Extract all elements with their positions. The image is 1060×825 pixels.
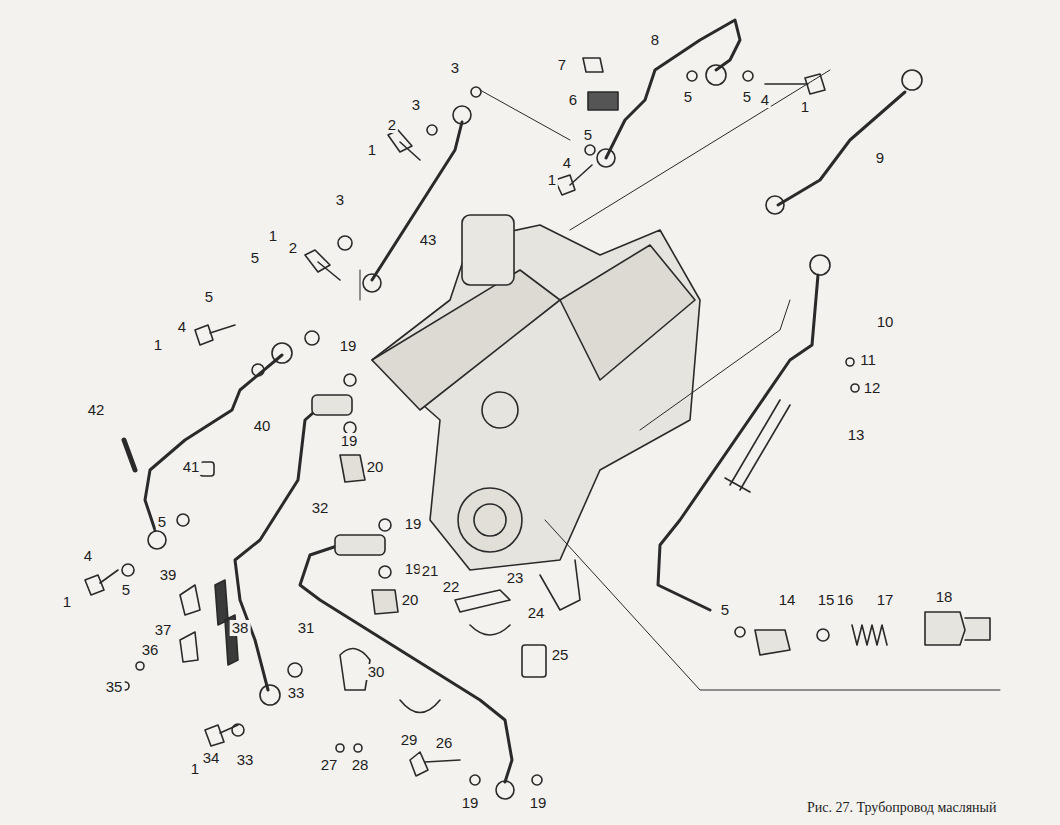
callout-number: 1 bbox=[267, 228, 279, 244]
callout-number: 5 bbox=[120, 582, 132, 598]
callout-number: 5 bbox=[249, 250, 261, 266]
callout-number: 28 bbox=[350, 757, 371, 773]
callout-number: 23 bbox=[505, 570, 526, 586]
callout-number: 21 bbox=[420, 563, 441, 579]
callout-number: 4 bbox=[176, 319, 188, 335]
callout-number: 38 bbox=[230, 620, 251, 636]
callout-number: 1 bbox=[189, 761, 201, 777]
callout-number: 32 bbox=[310, 500, 331, 516]
callout-number: 42 bbox=[86, 402, 107, 418]
callout-number: 2 bbox=[386, 117, 398, 133]
callout-number: 10 bbox=[875, 314, 896, 330]
callout-number: 5 bbox=[682, 89, 694, 105]
callout-number: 19 bbox=[339, 433, 360, 449]
callout-number: 4 bbox=[759, 92, 771, 108]
callout-number: 35 bbox=[104, 679, 125, 695]
callout-number: 8 bbox=[649, 32, 661, 48]
callout-number: 37 bbox=[153, 622, 174, 638]
callout-number: 1 bbox=[61, 594, 73, 610]
callout-number: 12 bbox=[862, 380, 883, 396]
callout-number: 43 bbox=[418, 232, 439, 248]
callout-number: 19 bbox=[528, 795, 549, 811]
callout-number: 33 bbox=[235, 752, 256, 768]
callout-number: 4 bbox=[561, 155, 573, 171]
callout-number: 3 bbox=[410, 97, 422, 113]
callout-number: 20 bbox=[365, 459, 386, 475]
callout-number: 5 bbox=[582, 127, 594, 143]
callout-number: 19 bbox=[403, 516, 424, 532]
callout-number: 13 bbox=[846, 427, 867, 443]
callout-number: 5 bbox=[719, 602, 731, 618]
callout-number: 24 bbox=[526, 605, 547, 621]
callout-number: 30 bbox=[366, 664, 387, 680]
callout-number: 5 bbox=[156, 514, 168, 530]
callout-number: 20 bbox=[400, 592, 421, 608]
callout-number: 19 bbox=[460, 795, 481, 811]
callout-number: 25 bbox=[550, 647, 571, 663]
callout-number: 4 bbox=[82, 548, 94, 564]
callout-number: 16 bbox=[835, 592, 856, 608]
callout-number: 19 bbox=[338, 338, 359, 354]
callout-number: 34 bbox=[201, 750, 222, 766]
callout-number: 1 bbox=[152, 337, 164, 353]
callout-number: 2 bbox=[287, 240, 299, 256]
callout-number: 41 bbox=[181, 459, 202, 475]
callout-number: 17 bbox=[875, 592, 896, 608]
callout-number: 1 bbox=[366, 142, 378, 158]
callout-number: 11 bbox=[858, 352, 878, 368]
callout-number: 33 bbox=[286, 685, 307, 701]
callout-number: 14 bbox=[777, 592, 798, 608]
callout-number: 36 bbox=[140, 642, 161, 658]
callout-number: 18 bbox=[934, 589, 955, 605]
callout-number: 6 bbox=[567, 92, 579, 108]
callout-number: 15 bbox=[816, 592, 837, 608]
callout-number: 26 bbox=[434, 735, 455, 751]
callout-number: 5 bbox=[741, 89, 753, 105]
callout-number: 22 bbox=[441, 579, 462, 595]
callout-number: 3 bbox=[334, 192, 346, 208]
callout-number: 29 bbox=[399, 732, 420, 748]
callout-number: 9 bbox=[874, 150, 886, 166]
callout-number: 39 bbox=[158, 567, 179, 583]
figure-caption: Рис. 27. Трубопровод масляный bbox=[805, 800, 999, 816]
callout-number: 1 bbox=[546, 172, 558, 188]
callout-number: 31 bbox=[296, 620, 317, 636]
callout-number: 5 bbox=[203, 289, 215, 305]
callout-number: 1 bbox=[799, 99, 811, 115]
callout-number: 7 bbox=[556, 57, 568, 73]
callout-number: 27 bbox=[319, 757, 340, 773]
callout-number: 3 bbox=[449, 60, 461, 76]
callout-number: 40 bbox=[252, 418, 273, 434]
